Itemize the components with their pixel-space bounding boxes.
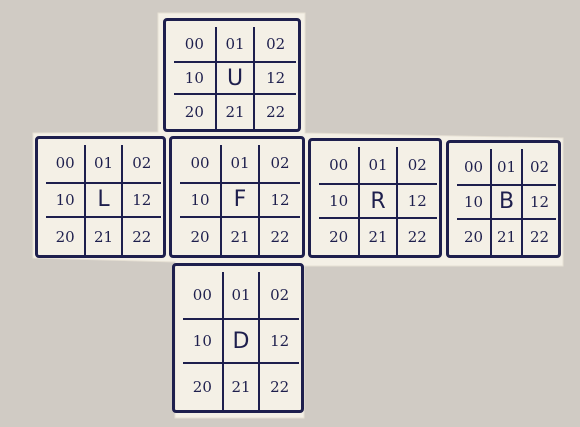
face-cell-label: 10 [180, 181, 220, 219]
face-cell-label: 22 [270, 227, 290, 246]
face-cell-label: 12 [255, 61, 296, 95]
face-cell-label: 21 [490, 219, 523, 255]
face-cell-label: 22 [132, 227, 152, 246]
face-cell-label: 01 [220, 145, 260, 182]
face-cell-label: 22 [407, 228, 427, 246]
face-cell-label: 01 [358, 147, 398, 183]
face-cell-label: 22 [529, 228, 550, 247]
face-cell-label: 00 [192, 286, 212, 304]
face-cell-label: 20 [55, 227, 75, 246]
face-b-center-label: B [490, 184, 523, 220]
face-cell-label: 21 [358, 219, 398, 255]
face-cell-label: 22 [266, 103, 286, 121]
face-cell-label: 20 [184, 103, 204, 121]
face-cell-label: 20 [329, 228, 349, 246]
face-cell-label: 20 [192, 378, 212, 396]
face-cell-label: 21 [221, 364, 261, 410]
face-cell-label: 00 [463, 157, 484, 176]
face-cell-label: 10 [457, 184, 490, 220]
face-cell-label: 21 [214, 95, 256, 129]
face-cell-label: 01 [84, 145, 123, 182]
face-cell-label: 00 [55, 154, 75, 173]
face-l-center-label: L [84, 181, 123, 219]
face-u-center-label: U [214, 61, 256, 95]
face-cell-label: 02 [407, 156, 427, 174]
face-cell-label: 02 [529, 157, 550, 176]
face-cell-label: 01 [214, 27, 256, 61]
face-cell-label: 02 [270, 286, 290, 304]
face-cell-label: 02 [266, 35, 286, 53]
face-cell-label: 10 [174, 61, 215, 95]
face-cell-label: 10 [319, 183, 359, 219]
face-cell-label: 01 [221, 272, 261, 318]
face-cell-label: 12 [260, 181, 300, 219]
face-cell-label: 21 [220, 218, 260, 255]
face-r-center-label: R [358, 183, 398, 219]
face-cell-label: 20 [463, 228, 484, 247]
face-cell-label: 21 [84, 218, 123, 255]
face-cell-label: 22 [270, 378, 290, 396]
face-cell-label: 00 [329, 156, 349, 174]
face-cell-label: 12 [397, 183, 437, 219]
face-cell-label: 02 [132, 154, 152, 173]
face-cell-label: 00 [184, 35, 204, 53]
face-cell-label: 20 [190, 227, 210, 246]
face-cell-label: 01 [490, 149, 523, 185]
face-d-center-label: D [221, 318, 261, 364]
face-cell-label: 10 [46, 181, 85, 219]
face-cell-label: 12 [523, 184, 556, 220]
face-cell-label: 02 [270, 154, 290, 173]
face-cell-label: 12 [122, 181, 161, 219]
face-f-center-label: F [220, 181, 260, 219]
face-cell-label: 10 [183, 318, 222, 364]
face-cell-label: 12 [260, 318, 299, 364]
face-cell-label: 00 [190, 154, 210, 173]
